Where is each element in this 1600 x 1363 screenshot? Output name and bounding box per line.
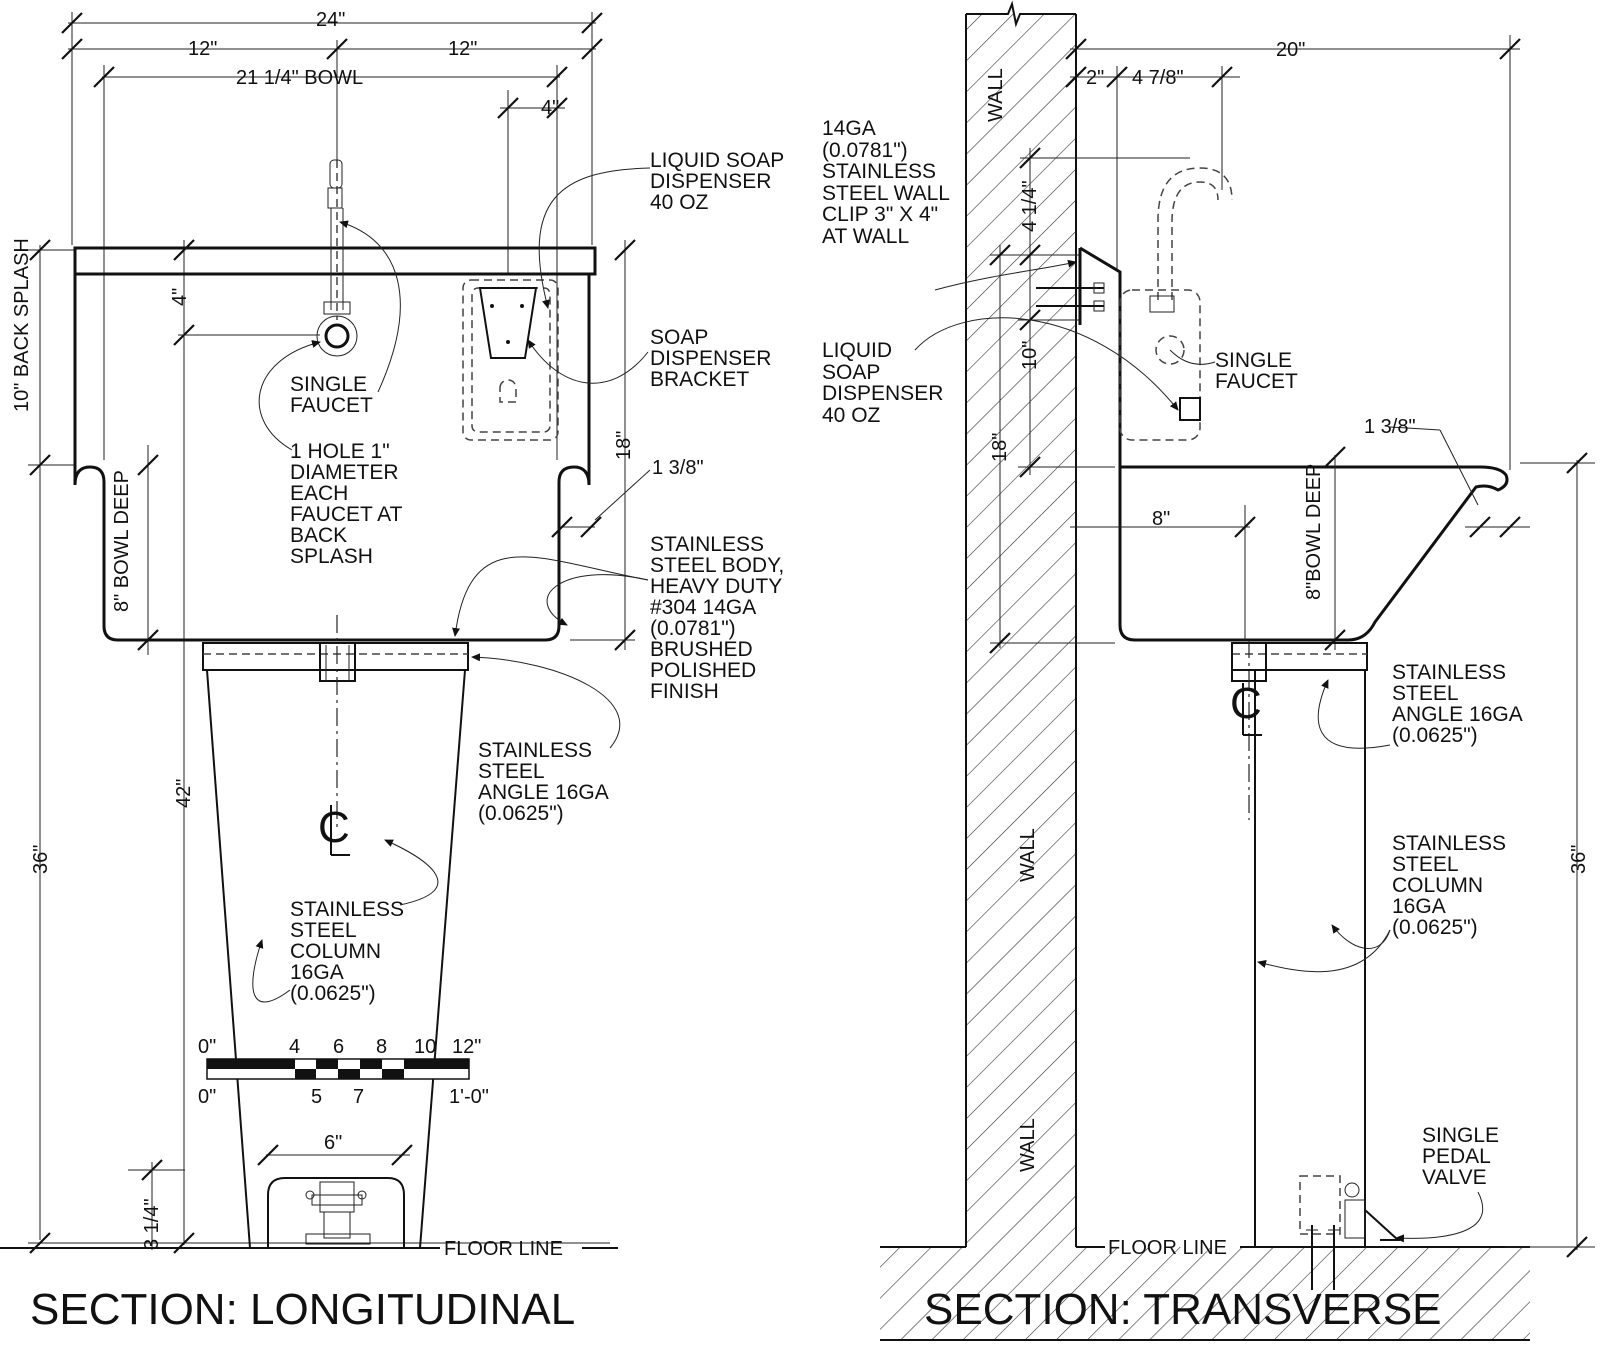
- dim-dispenser-offset: 4": [541, 97, 559, 119]
- floor-line-label-t: FLOOR LINE: [1108, 1237, 1227, 1259]
- scale-bottom-7: 7: [353, 1086, 364, 1108]
- note-wall-clip: 14GA (0.0781") STAINLESS STEEL WALL CLIP…: [822, 118, 950, 248]
- title-transverse: SECTION: TRANSVERSE: [924, 1285, 1442, 1334]
- wall-label-top: WALL: [985, 68, 1007, 122]
- note-body: STAINLESS STEEL BODY, HEAVY DUTY #304 14…: [650, 534, 785, 703]
- note-angle-t: STAINLESS STEEL ANGLE 16GA (0.0625"): [1392, 662, 1522, 747]
- scale-top-4: 4: [289, 1036, 300, 1058]
- note-hole: 1 HOLE 1" DIAMETER EACH FAUCET AT BACK S…: [290, 441, 403, 568]
- dim-overall-width: 24": [316, 9, 345, 31]
- wall-clip-fasteners: [1036, 282, 1105, 312]
- dim-half-right: 12": [448, 38, 477, 60]
- dim-half-left: 12": [188, 38, 217, 60]
- note-column: STAINLESS STEEL COLUMN 16GA (0.0625"): [290, 899, 404, 1005]
- note-column-t: STAINLESS STEEL COLUMN 16GA (0.0625"): [1392, 833, 1506, 939]
- dim-height-42: 42": [173, 779, 195, 808]
- dim-depth: 20": [1276, 39, 1305, 61]
- top-dimensions: 24" 12" 12" 21 1/4" BOWL 4": [61, 9, 603, 460]
- scale-top-6: 6: [333, 1036, 344, 1058]
- column: C 6": [202, 615, 469, 1249]
- dim-height-36: 36": [30, 845, 52, 874]
- transverse-sink: 8" 8"BOWL DEEP 1 3/8": [1070, 246, 1530, 651]
- note-single-faucet-t: SINGLE FAUCET: [1215, 350, 1298, 393]
- scale-top-8: 8: [376, 1036, 387, 1058]
- transverse-column: C: [1230, 640, 1368, 1247]
- graphic-scale: 0" 4 6 8 10 12" 0" 5 7 1'-0": [198, 1036, 489, 1108]
- title-longitudinal: SECTION: LONGITUDINAL: [30, 1285, 575, 1334]
- dim-offset-a: 2": [1086, 67, 1104, 89]
- floor-line-label: FLOOR LINE: [444, 1238, 563, 1260]
- centerline-symbol-t: C: [1230, 679, 1262, 728]
- floor-line-long: FLOOR LINE: [0, 1238, 618, 1260]
- note-single-faucet: SINGLE FAUCET: [290, 374, 373, 417]
- wall: WALL WALL WALL FLOOR LINE: [880, 0, 1530, 1341]
- dim-bowl-deep-t: 8"BOWL DEEP: [1303, 464, 1325, 600]
- transverse-faucet: [1119, 167, 1233, 441]
- transverse-top-dimensions: 20" 2" 4 7/8": [1065, 35, 1521, 470]
- dim-bowl: 21 1/4" BOWL: [236, 67, 363, 89]
- scale-bottom-5: 5: [311, 1086, 322, 1108]
- note-soap-bracket: SOAP DISPENSER BRACKET: [650, 327, 772, 391]
- dim-bowl-height: 18": [989, 433, 1011, 462]
- transverse-right-dimension: 36": [1505, 452, 1595, 1258]
- dim-offset-b: 4 7/8": [1132, 67, 1184, 89]
- single-faucet: [316, 159, 358, 357]
- dim-dispenser-height: 10": [1019, 341, 1041, 370]
- dim-back-splash: 10" BACK SPLASH: [11, 238, 33, 412]
- longitudinal-section: 24" 12" 12" 21 1/4" BOWL 4": [0, 9, 785, 1334]
- longitudinal-notes: LIQUID SOAP DISPENSER 40 OZ SOAP DISPENS…: [252, 150, 785, 1005]
- scale-top-12: 12": [452, 1036, 481, 1058]
- note-angle: STAINLESS STEEL ANGLE 16GA (0.0625"): [478, 740, 608, 825]
- left-dimensions: 10" BACK SPLASH 4" 8" BOWL DEEP 42" 36" …: [11, 238, 610, 1254]
- dim-rim-t: 1 3/8": [1364, 416, 1416, 438]
- scale-top-0: 0": [198, 1036, 216, 1058]
- wall-label-low: WALL: [1017, 1118, 1039, 1172]
- dim-base-height: 3 1/4": [141, 1198, 163, 1250]
- dim-bowl-deep: 8" BOWL DEEP: [111, 470, 133, 612]
- dim-bowl-center: 8": [1152, 508, 1170, 530]
- scale-bottom-1ft: 1'-0": [449, 1086, 489, 1108]
- soap-dispenser-bracket: [462, 279, 559, 441]
- transverse-notes: 14GA (0.0781") STAINLESS STEEL WALL CLIP…: [822, 118, 1522, 1243]
- dim-bowl-depth-right: 18": [613, 431, 635, 460]
- wall-label-mid: WALL: [1017, 828, 1039, 882]
- note-pedal-valve: SINGLE PEDAL VALVE: [1422, 1125, 1500, 1189]
- note-soap-dispenser-t: LIQUID SOAP DISPENSER 40 OZ: [822, 340, 944, 427]
- scale-top-10: 10: [414, 1036, 436, 1058]
- transverse-left-dimensions: 4 1/4" 10" 18": [989, 147, 1190, 654]
- dim-faucet-drop: 4": [169, 288, 191, 306]
- centerline-symbol: C: [318, 803, 350, 852]
- dim-height-36-t: 36": [1568, 845, 1590, 874]
- transverse-section: WALL WALL WALL FLOOR LINE 20" 2" 4 7/8": [822, 0, 1595, 1341]
- right-dimensions: 18" 1 3/8": [551, 239, 704, 651]
- dim-base-width: 6": [324, 1132, 342, 1154]
- sink-body: [73, 246, 597, 642]
- scale-bottom-0: 0": [198, 1086, 216, 1108]
- dim-rim: 1 3/8": [652, 457, 704, 479]
- dim-faucet-height: 4 1/4": [1019, 180, 1041, 232]
- note-soap-dispenser: LIQUID SOAP DISPENSER 40 OZ: [650, 150, 784, 214]
